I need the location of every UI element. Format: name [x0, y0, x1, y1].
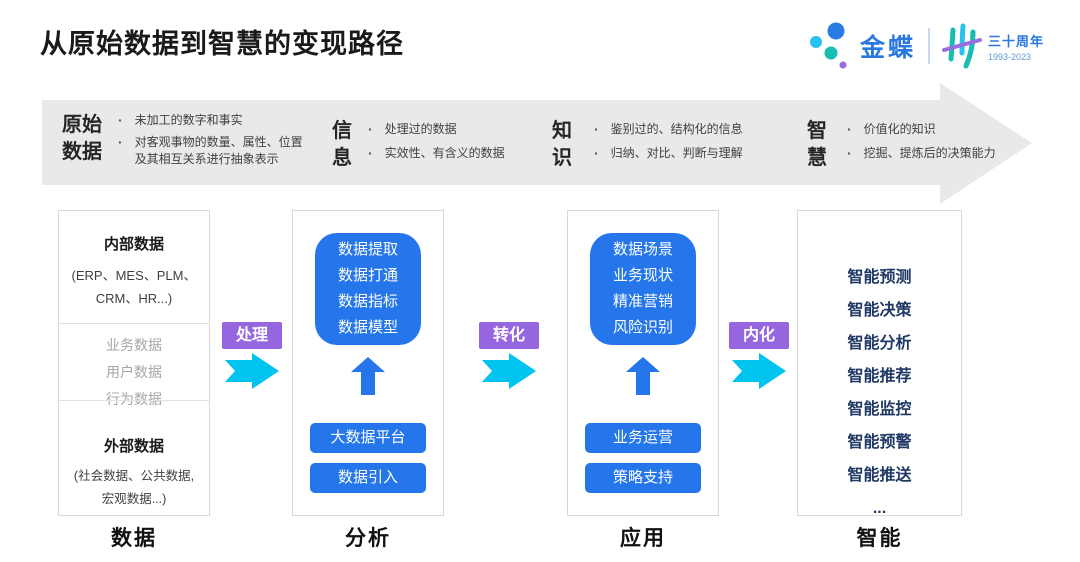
bullet-dot: · — [118, 112, 123, 128]
application-box-item: 精准营销 — [612, 293, 673, 310]
stage-name: 知 识 — [552, 120, 572, 169]
stage-point: 价值化的知识 — [863, 122, 936, 136]
cyan-right-arrow-icon — [225, 353, 279, 389]
stage-point: 处理过的数据 — [384, 122, 457, 136]
flow-label-badge: 转化 — [479, 322, 539, 349]
stage-information: 信 息 · 处理过的数据 · 实效性、有含义的数据 — [332, 118, 538, 172]
intelligence-item: 智能分析 — [847, 335, 912, 352]
stage-name: 原始 数据 — [62, 114, 102, 163]
analysis-tool-button: 大数据平台 — [310, 423, 426, 453]
intelligence-item: 智能决策 — [847, 302, 912, 319]
column-intelligence: 智能预测 智能决策 智能分析 智能推荐 智能监控 智能预警 智能推送 ... — [797, 210, 962, 517]
flow-transform: 转化 — [479, 322, 539, 389]
flow-label-badge: 处理 — [222, 322, 282, 349]
intelligence-item: 智能预测 — [847, 269, 912, 286]
application-box-item: 风险识别 — [612, 319, 673, 336]
bullet-dot: · — [368, 145, 373, 161]
anniversary-block: 三十周年 1993-2023 — [988, 31, 1044, 62]
bullet-dot: · — [847, 145, 852, 161]
intelligence-item: 智能监控 — [847, 401, 912, 418]
internal-data-title: 内部数据 — [103, 236, 164, 253]
kingdee-dots-icon — [809, 22, 847, 69]
bullet-dot: · — [118, 134, 123, 150]
external-data-title: 外部数据 — [103, 438, 164, 455]
external-data-detail: 宏观数据...) — [101, 492, 167, 506]
internal-data-detail: CRM、HR...) — [95, 291, 173, 306]
stage-name: 信 息 — [332, 120, 352, 169]
application-tool-button: 策略支持 — [585, 463, 701, 493]
anniversary-years: 1993-2023 — [987, 51, 1032, 62]
intelligence-item: 智能推荐 — [847, 368, 912, 385]
analysis-box-item: 数据指标 — [337, 293, 398, 310]
bottom-label-analysis: 分析 — [345, 527, 391, 550]
internal-data-detail: (ERP、MES、PLM、 — [71, 268, 197, 283]
intelligence-item: 智能推送 — [847, 467, 912, 484]
brand-name: 金蝶 — [859, 34, 916, 62]
bullet-dot: · — [594, 145, 599, 161]
bottom-label-application: 应用 — [620, 527, 666, 550]
bullet-dot: · — [847, 121, 852, 137]
data-type-item: 业务数据 — [106, 337, 162, 353]
stage-point: 挖掘、提炼后的决策能力 — [863, 146, 996, 160]
stage-point: 对客观事物的数量、属性、位置及其相互关系进行抽象表示 — [134, 135, 303, 166]
stage-wisdom: 智 慧 · 价值化的知识 · 挖掘、提炼后的决策能力 — [807, 118, 1012, 172]
column-application: 数据场景 业务现状 精准营销 风险识别 业务运营 策略支持 — [567, 210, 719, 516]
stage-point: 归纳、对比、判断与理解 — [610, 146, 743, 160]
anniversary-label: 三十周年 — [987, 33, 1044, 49]
blue-up-arrow-icon — [626, 357, 660, 395]
thirty-anniversary-mark-icon — [941, 23, 982, 69]
application-tool-button: 业务运营 — [585, 423, 701, 453]
analysis-box-item: 数据提取 — [337, 241, 398, 258]
flow-internalize: 内化 — [729, 322, 789, 389]
flow-process: 处理 — [222, 322, 282, 389]
external-data-detail: (社会数据、公共数据, — [73, 469, 195, 483]
bullet-dot: · — [594, 121, 599, 137]
column-analysis: 数据提取 数据打通 数据指标 数据模型 大数据平台 数据引入 — [292, 210, 444, 516]
stage-name: 智 慧 — [807, 120, 827, 169]
logo-divider — [927, 28, 930, 64]
data-type-item: 用户数据 — [106, 364, 162, 380]
analysis-box-item: 数据打通 — [337, 267, 398, 284]
application-main-box: 数据场景 业务现状 精准营销 风险识别 — [590, 233, 696, 345]
stage-points: · 未加工的数字和事实 · 对客观事物的数量、属性、位置及其相互关系进行抽象表示 — [118, 112, 314, 173]
bottom-label-intelligence: 智能 — [856, 527, 903, 550]
stage-points: · 处理过的数据 · 实效性、有含义的数据 — [368, 121, 538, 172]
application-box-item: 数据场景 — [612, 241, 673, 258]
application-box-item: 业务现状 — [612, 267, 673, 284]
intelligence-list: 智能预测 智能决策 智能分析 智能推荐 智能监控 智能预警 智能推送 ... — [798, 261, 961, 525]
blue-up-arrow-icon — [351, 357, 385, 395]
analysis-main-box: 数据提取 数据打通 数据指标 数据模型 — [315, 233, 421, 345]
intelligence-item: ... — [872, 500, 887, 517]
divider — [59, 400, 209, 401]
data-type-item: 行为数据 — [106, 391, 162, 407]
cyan-right-arrow-icon — [732, 353, 786, 389]
analysis-tool-button: 数据引入 — [310, 463, 426, 493]
stage-raw-data: 原始 数据 · 未加工的数字和事实 · 对客观事物的数量、属性、位置及其相互关系进行… — [62, 112, 314, 173]
intelligence-item: 智能预警 — [847, 434, 912, 451]
divider — [59, 323, 209, 324]
stage-points: · 价值化的知识 · 挖掘、提炼后的决策能力 — [847, 121, 1012, 172]
stage-banner-arrow — [42, 83, 1032, 204]
analysis-box-item: 数据模型 — [337, 319, 398, 336]
stage-point: 未加工的数字和事实 — [134, 113, 243, 127]
stage-point: 实效性、有含义的数据 — [384, 146, 505, 160]
page-title: 从原始数据到智慧的变现路径 — [40, 29, 404, 59]
stage-knowledge: 知 识 · 鉴别过的、结构化的信息 · 归纳、对比、判断与理解 — [552, 118, 784, 172]
kingdee-logo: 金蝶 三十周年 1993-2023 — [806, 16, 1044, 76]
column-data-sources: 内部数据 (ERP、MES、PLM、 CRM、HR...) 业务数据 用户数据 … — [58, 210, 210, 516]
cyan-right-arrow-icon — [482, 353, 536, 389]
flow-label-badge: 内化 — [729, 322, 789, 349]
stage-point: 鉴别过的、结构化的信息 — [610, 122, 743, 136]
bottom-label-data: 数据 — [111, 527, 157, 550]
stage-points: · 鉴别过的、结构化的信息 · 归纳、对比、判断与理解 — [594, 121, 784, 172]
bullet-dot: · — [368, 121, 373, 137]
